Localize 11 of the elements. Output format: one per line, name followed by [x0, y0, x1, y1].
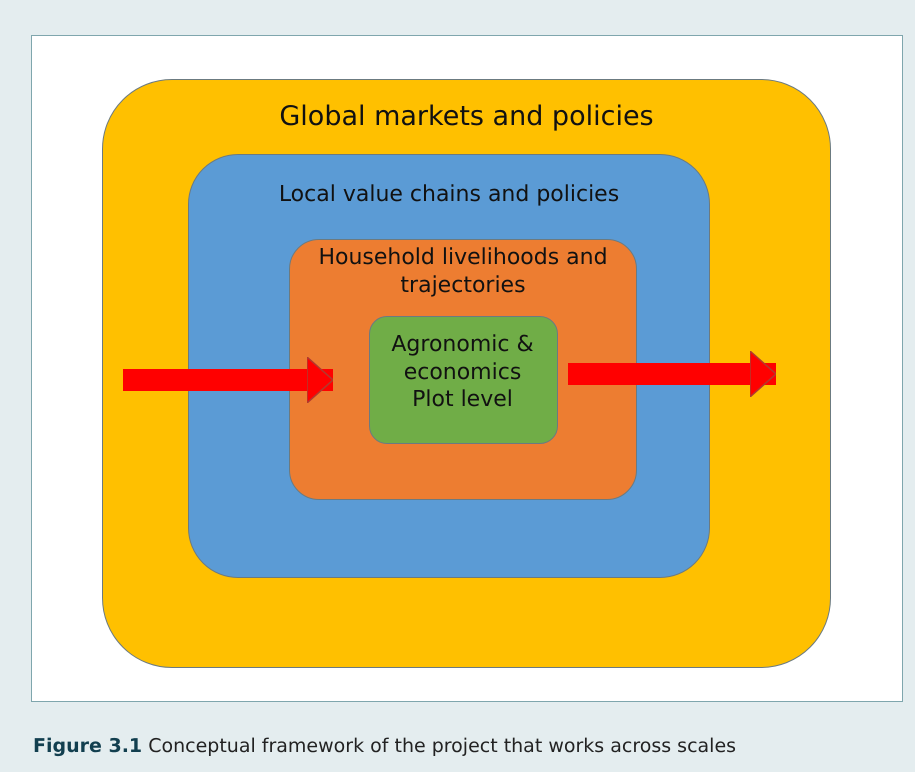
arrow	[123, 356, 334, 404]
plot-level-box	[369, 316, 558, 444]
node-label: Global markets and policies	[278, 100, 655, 134]
figure-caption: Figure 3.1 Conceptual framework of the project that works across scales	[33, 735, 736, 757]
local-scale-box	[188, 154, 710, 578]
node-label: Local value chains and policies	[278, 181, 620, 208]
arrow	[568, 350, 777, 398]
node-label: Household livelihoods and trajectories	[317, 244, 609, 299]
global-scale-box	[102, 79, 831, 668]
node-label: Agronomic & economics Plot level	[390, 331, 535, 414]
household-scale-box	[289, 239, 637, 500]
